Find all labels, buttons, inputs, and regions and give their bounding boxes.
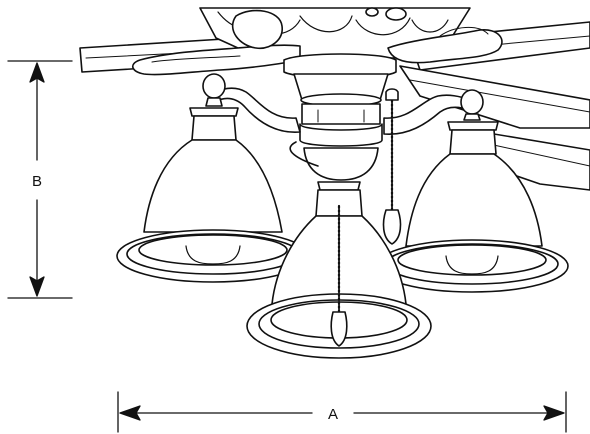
dimension-a: A — [117, 391, 567, 433]
motor-housing — [132, 7, 503, 76]
center-hub — [283, 53, 397, 181]
dimension-b-down-arrow — [29, 276, 45, 297]
pull-chains — [330, 88, 402, 347]
dimension-a-label: A — [328, 406, 338, 423]
dimension-a-left-arrow — [119, 405, 141, 421]
dimension-b: B — [7, 60, 73, 299]
right-lamp — [375, 89, 569, 293]
dimension-b-up-arrow — [29, 62, 45, 83]
left-lamp — [116, 73, 310, 283]
dimension-b-label: B — [32, 173, 42, 190]
light-arms — [213, 87, 471, 167]
dimension-a-right-arrow — [543, 405, 565, 421]
